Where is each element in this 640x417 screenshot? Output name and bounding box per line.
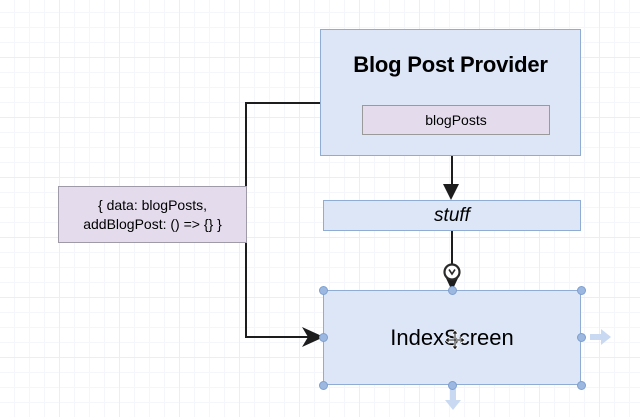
connector-provider-left-segment[interactable] <box>245 102 321 104</box>
selection-handle-bottom-right[interactable] <box>576 380 586 390</box>
edge-label-context-value[interactable]: { data: blogPosts, addBlogPost: () => {}… <box>58 186 247 243</box>
edge-label-line-1: { data: blogPosts, <box>98 196 207 213</box>
arrow-down-hint-icon[interactable] <box>444 389 462 415</box>
provider-title: Blog Post Provider <box>353 52 548 77</box>
move-cursor-icon <box>444 329 466 355</box>
index-screen-label: IndexScreen <box>390 324 514 350</box>
node-stuff[interactable]: stuff <box>323 200 581 231</box>
connector-into-index-segment[interactable] <box>245 336 317 338</box>
connect-cursor-icon <box>443 263 461 288</box>
stuff-label: stuff <box>434 204 470 226</box>
selection-handle-top-right[interactable] <box>576 285 586 295</box>
node-index-screen[interactable]: IndexScreen <box>323 290 581 385</box>
selection-handle-middle-left[interactable] <box>318 332 328 342</box>
selection-handle-middle-right[interactable] <box>576 332 586 342</box>
selection-handle-top-left[interactable] <box>318 285 328 295</box>
arrow-right-hint-icon[interactable] <box>590 328 612 350</box>
provider-field-label: blogPosts <box>425 112 487 128</box>
provider-field-blogposts[interactable]: blogPosts <box>362 105 550 135</box>
connector-provider-to-stuff[interactable] <box>451 156 453 191</box>
connector-stuff-to-index[interactable] <box>451 231 453 283</box>
edge-label-line-2: addBlogPost: () => {} } <box>83 215 222 232</box>
selection-handle-bottom-left[interactable] <box>318 380 328 390</box>
node-blog-post-provider[interactable]: Blog Post Provider blogPosts <box>320 29 581 156</box>
selection-handle-bottom-center[interactable] <box>447 380 457 390</box>
